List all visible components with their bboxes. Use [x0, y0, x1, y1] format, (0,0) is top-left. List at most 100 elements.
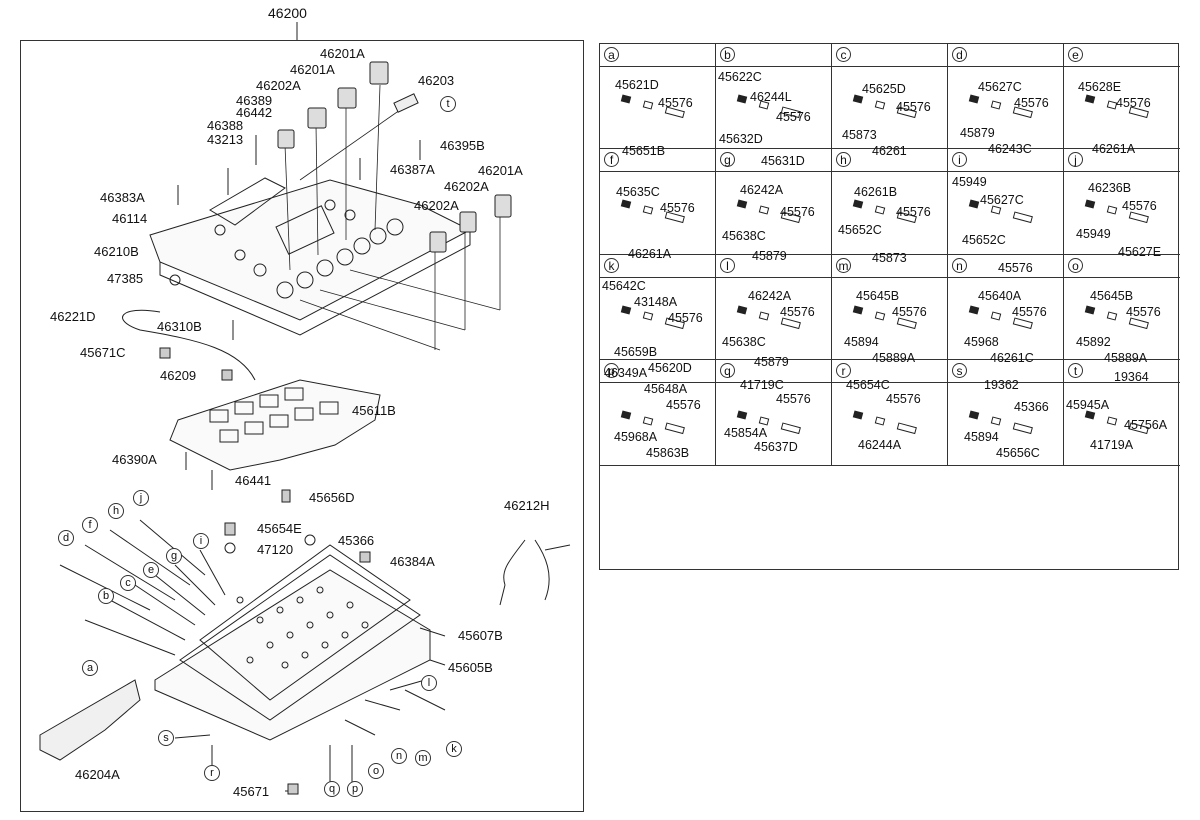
- part-number-label: 45654C: [846, 378, 890, 393]
- table-cell-header: r: [832, 360, 947, 384]
- part-number-label: 45620D: [648, 360, 692, 375]
- label-45366: 45366: [338, 533, 375, 548]
- cell-part-sketch: [1084, 199, 1149, 224]
- part-glyph: [1106, 205, 1118, 215]
- label-46384a: 46384A: [390, 554, 435, 569]
- label-43213: 43213: [207, 132, 244, 147]
- callout-e: e: [143, 562, 159, 578]
- part-glyph: [736, 94, 748, 104]
- label-46210b: 46210B: [94, 244, 139, 259]
- part-number-label: 46242A: [740, 183, 784, 198]
- part-number-label: 45576: [666, 398, 701, 413]
- table-cell-header: k: [600, 255, 715, 278]
- part-glyph: [780, 106, 801, 119]
- part-glyph: [620, 410, 632, 420]
- part-glyph: [990, 100, 1002, 110]
- cell-key-badge: k: [604, 257, 619, 273]
- table-cell-header: l: [716, 255, 831, 278]
- part-number-label: 45659B: [614, 344, 658, 359]
- part-glyph: [968, 199, 980, 209]
- cell-key-badge: g: [720, 152, 735, 168]
- label-46204a: 46204A: [75, 767, 120, 782]
- cell-key-badge: s: [952, 363, 967, 379]
- label-46203: 46203: [418, 73, 455, 88]
- label-46221d: 46221D: [50, 309, 96, 324]
- label-46310b: 46310B: [157, 319, 202, 334]
- part-glyph: [990, 416, 1002, 426]
- part-number-label: 45949: [1076, 227, 1111, 242]
- label-46202a-3: 46202A: [414, 198, 459, 213]
- label-45654e: 45654E: [257, 521, 302, 536]
- part-number-label: 45576: [776, 392, 811, 407]
- part-number-label: 19362: [984, 378, 1019, 393]
- part-glyph: [852, 94, 864, 104]
- part-number-label: 45648A: [644, 382, 688, 397]
- label-46441: 46441: [235, 473, 272, 488]
- callout-j: j: [133, 490, 149, 506]
- part-glyph: [1012, 106, 1033, 119]
- cell-part-sketch: [620, 199, 685, 224]
- callout-i: i: [193, 533, 209, 549]
- part-number-label: 46242A: [748, 288, 792, 303]
- part-glyph: [642, 100, 654, 110]
- lower-body-holes: [236, 586, 369, 669]
- cell-key-badge: h: [836, 152, 851, 168]
- part-number-label: 45576: [668, 310, 703, 325]
- cell-part-sketch: [968, 410, 1033, 435]
- part-number-label: 45968A: [614, 430, 658, 445]
- table-cell-header: j: [1064, 149, 1180, 173]
- callout-k: k: [446, 741, 462, 757]
- part-glyph: [852, 199, 864, 209]
- part-glyph: [664, 422, 685, 435]
- cell-part-sketch: [736, 305, 801, 329]
- part-glyph: [1012, 422, 1033, 435]
- label-46202a-2: 46202A: [444, 179, 489, 194]
- cell-key-badge: r: [836, 363, 851, 379]
- part-glyph: [968, 94, 980, 104]
- cell-part-sketch: [852, 305, 917, 329]
- cell-part-sketch: [968, 94, 1033, 119]
- part-number-label: 45645B: [856, 288, 900, 303]
- callout-a: a: [82, 660, 98, 676]
- part-number-label: 45863B: [646, 446, 690, 461]
- wiring-harness: [499, 539, 571, 606]
- part-glyph: [736, 410, 748, 420]
- callout-m: m: [415, 750, 431, 766]
- part-number-label: 45968: [964, 334, 999, 349]
- part-number-label: 45652C: [962, 233, 1006, 248]
- part-glyph: [1084, 199, 1096, 209]
- label-47120: 47120: [257, 542, 294, 557]
- label-46201a-3: 46201A: [478, 163, 523, 178]
- cell-key-badge: b: [720, 47, 735, 62]
- callout-c: c: [120, 575, 136, 591]
- cell-part-sketch: [620, 94, 685, 119]
- cell-key-badge: d: [952, 47, 967, 62]
- cell-part-sketch: [852, 199, 917, 224]
- part-glyph: [758, 416, 770, 426]
- cell-key-badge: j: [1068, 152, 1083, 168]
- table-cell-header: h: [832, 149, 947, 173]
- cell-part-sketch: [1084, 410, 1149, 435]
- cell-part-sketch: [968, 305, 1033, 329]
- part-number-label: 46244A: [858, 438, 902, 453]
- label-45656d: 45656D: [309, 490, 355, 505]
- lower-valve-body: [154, 569, 431, 741]
- part-glyph: [780, 422, 801, 435]
- part-number-label: 45576: [896, 205, 931, 220]
- part-number-label: 45576: [776, 110, 811, 124]
- label-46389: 46389: [236, 93, 273, 108]
- table-cell-header: p: [600, 360, 715, 384]
- label-46387a: 46387A: [390, 162, 435, 177]
- part-glyph: [1012, 211, 1033, 224]
